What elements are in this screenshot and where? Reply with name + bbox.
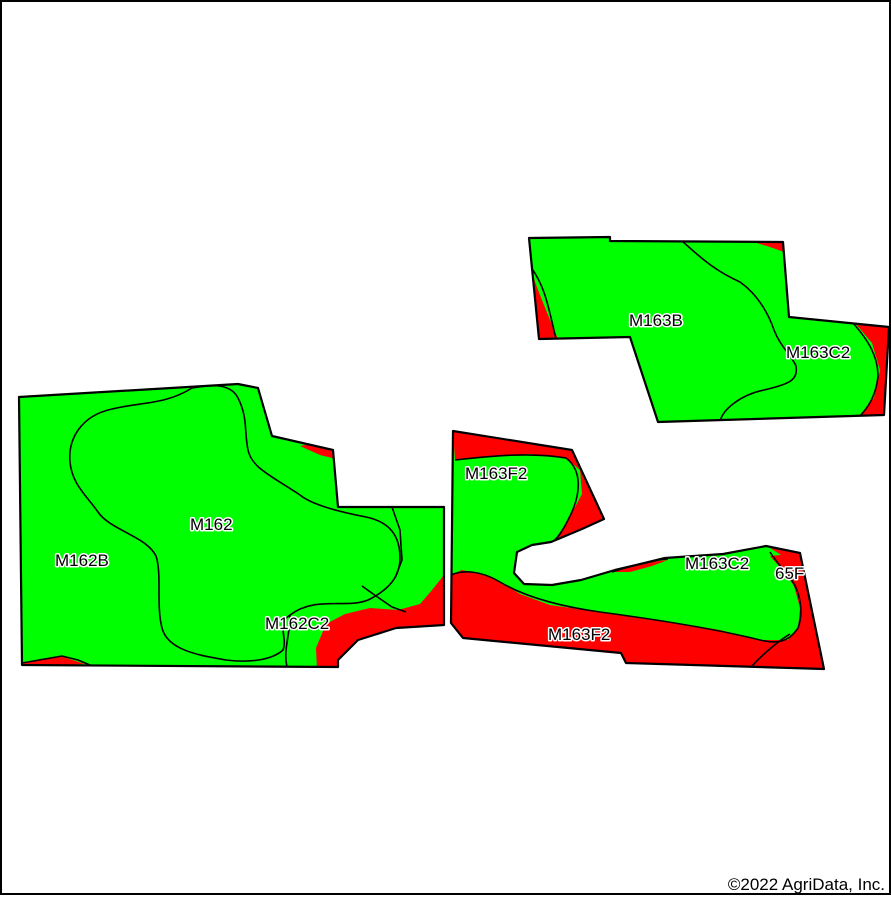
red-patch-m163f2-north (453, 431, 604, 540)
label-m163f2-north: M163F2 (465, 464, 527, 483)
red-patch-mid (612, 560, 668, 572)
boundary-east-block (391, 506, 403, 579)
field-south-outline (449, 429, 826, 671)
boundary-m162c2-inner (284, 614, 291, 667)
label-m163c2-south: M163C2 (685, 554, 749, 573)
field-northeast-outline (527, 235, 891, 424)
copyright-notice: ©2022 AgriData, Inc. (727, 875, 885, 894)
red-patch-ne-top (750, 241, 784, 252)
label-65f: 65F (775, 564, 804, 583)
boundary-m163b-west (680, 239, 798, 422)
label-m162c2: M162C2 (265, 614, 329, 633)
boundary-sw (21, 655, 91, 666)
boundary-m163f2-north (454, 454, 579, 543)
red-patch-m163f2-south (451, 553, 824, 669)
red-patch-ne-east (855, 323, 889, 417)
field-south (449, 429, 826, 671)
field-west-base (19, 384, 444, 667)
red-patch-65f-top (770, 548, 802, 562)
field-west (17, 382, 446, 669)
boundary-m162 (69, 384, 401, 662)
boundary-m163f2-south (451, 551, 802, 643)
boundary-m163b-north (529, 265, 557, 340)
field-northeast-base (529, 237, 889, 422)
label-m162: M162 (190, 515, 233, 534)
field-west-outline (17, 382, 446, 669)
boundary-65f (751, 633, 791, 667)
boundary-m163c2-east (852, 322, 879, 419)
label-m163c2-east: M163C2 (786, 343, 850, 362)
label-m162b: M162B (55, 551, 109, 570)
boundary-east-divide (361, 585, 407, 613)
label-m163f2-south: M163F2 (548, 625, 610, 644)
label-m163b: M163B (629, 311, 683, 330)
field-northeast (527, 235, 891, 424)
red-patch-m162c2 (316, 575, 444, 667)
